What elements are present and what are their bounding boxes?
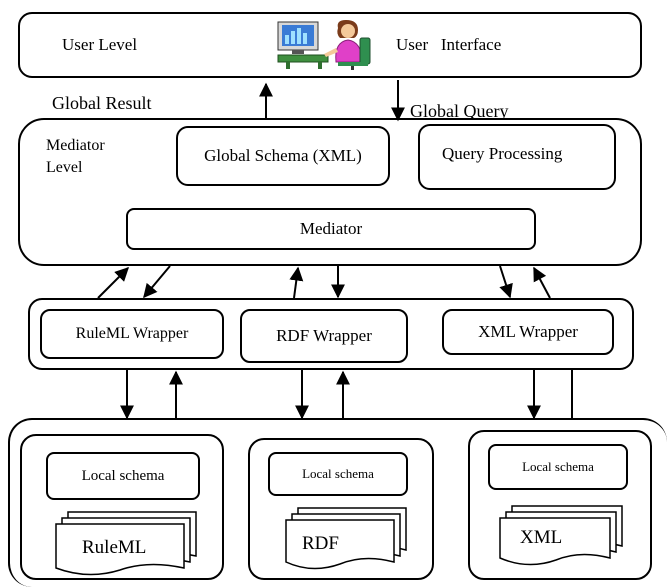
xml-document-icon [499, 505, 623, 566]
xml-down-arrow [499, 265, 513, 299]
xml-local-schema-label: Local schema [522, 459, 594, 474]
mediator-level-label-line1: Mediator [46, 137, 105, 154]
mediator-box: Mediator [126, 208, 536, 250]
user-level-box [18, 12, 642, 78]
user-at-computer-icon [276, 18, 380, 70]
rdf-local-schema-label: Local schema [302, 466, 374, 481]
ruleml-document-icon [55, 511, 197, 576]
xml-local-schema-box: Local schema [488, 444, 628, 490]
global-schema-label: Global Schema (XML) [204, 146, 362, 165]
ruleml-up-arrow [97, 267, 129, 299]
global-result-label: Global Result [52, 93, 152, 113]
mediator-level-label-line2: Level [46, 159, 83, 176]
xml-wrapper-box: XML Wrapper [442, 309, 614, 355]
ruleml-wrapper-label: RuleML Wrapper [75, 325, 189, 342]
global-schema-box: Global Schema (XML) [176, 126, 390, 186]
rdf-up-arrow [289, 266, 304, 299]
query-processing-label: Query Processing [442, 144, 563, 163]
ruleml-wrapper-box: RuleML Wrapper [40, 309, 224, 359]
global-query-label: Global Query [410, 101, 509, 121]
mediator-label: Mediator [299, 219, 363, 238]
ruleml-local-schema-label: Local schema [81, 467, 165, 484]
ruleml-local-schema-box: Local schema [46, 452, 200, 500]
rdf-wrapper-box: RDF Wrapper [240, 309, 408, 363]
xml-wrapper-label: XML Wrapper [478, 322, 578, 341]
user-interface-label: User Interface [396, 35, 502, 54]
query-processing-box: Query Processing [418, 124, 616, 190]
user-level-label: User Level [62, 35, 138, 54]
ruleml-down-arrow [143, 265, 171, 299]
xml-doc-label: XML [520, 527, 563, 548]
rdf-doc-label: RDF [302, 533, 339, 554]
ruleml-doc-label: RuleML [82, 537, 147, 558]
rdf-local-schema-box: Local schema [268, 452, 408, 496]
rdf-document-icon [285, 507, 407, 570]
rdf-wrapper-label: RDF Wrapper [276, 326, 372, 345]
xml-up-arrow [533, 266, 551, 299]
